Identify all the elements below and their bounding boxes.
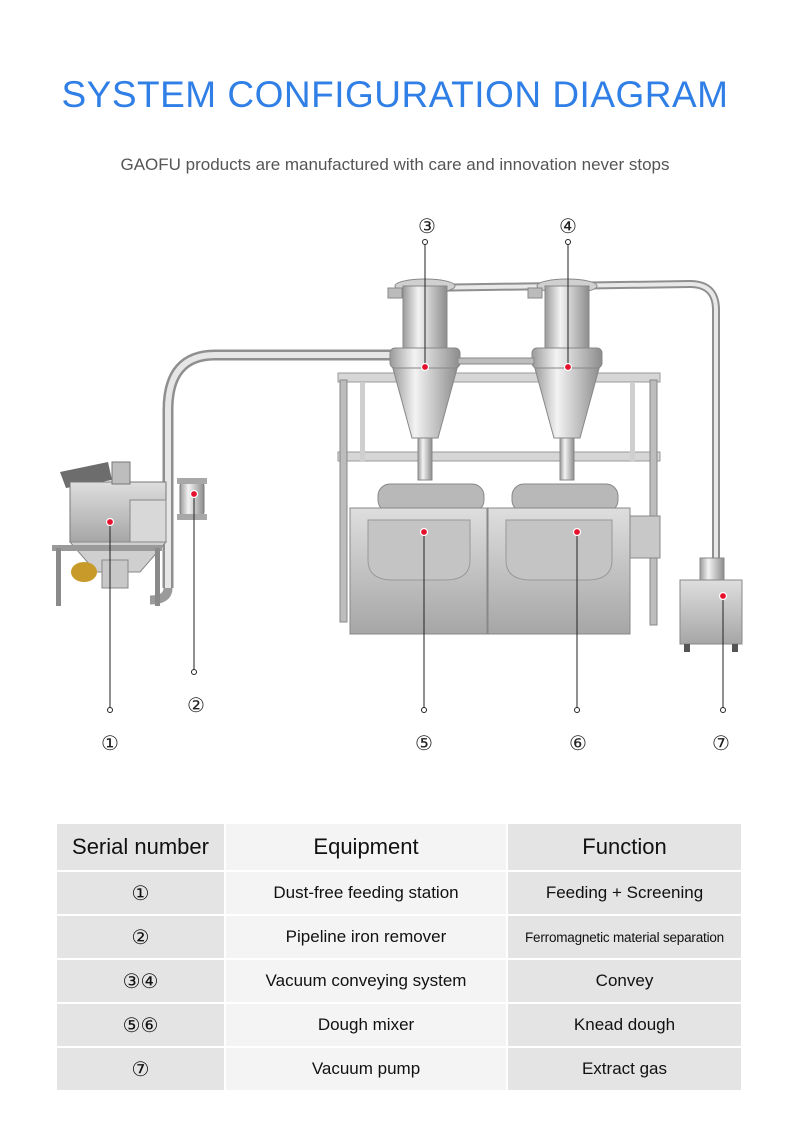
equipment-cell: Vacuum pump — [226, 1048, 506, 1090]
serial-cell: ③④ — [57, 960, 224, 1002]
function-cell: Knead dough — [508, 1004, 741, 1046]
header-function: Function — [508, 824, 741, 870]
equipment-cell: Dust-free feeding station — [226, 872, 506, 914]
marker-3: ③ — [418, 214, 436, 238]
marker-6: ⑥ — [569, 731, 587, 755]
pointer-dot-6 — [574, 529, 581, 536]
equipment-table: Serial number Equipment Function ① Dust-… — [55, 822, 743, 1092]
function-cell: Ferromagnetic material separation — [508, 916, 741, 958]
marker-7: ⑦ — [712, 731, 730, 755]
pointer-dot-5 — [421, 529, 428, 536]
table-row: ① Dust-free feeding station Feeding + Sc… — [57, 872, 741, 914]
function-cell: Convey — [508, 960, 741, 1002]
dough-mixer-left — [350, 484, 487, 634]
pipeline-iron-remover — [177, 478, 207, 520]
pointer-dot-1 — [107, 519, 114, 526]
equipment-cell: Pipeline iron remover — [226, 916, 506, 958]
serial-cell: ⑤⑥ — [57, 1004, 224, 1046]
header-equipment: Equipment — [226, 824, 506, 870]
function-cell: Extract gas — [508, 1048, 741, 1090]
equipment-cell: Dough mixer — [226, 1004, 506, 1046]
equipment-cell: Vacuum conveying system — [226, 960, 506, 1002]
marker-2: ② — [187, 693, 205, 717]
marker-4: ④ — [559, 214, 577, 238]
system-diagram: ③ ④ ② ① ⑤ ⑥ ⑦ — [0, 200, 790, 760]
vacuum-hopper-left — [388, 279, 460, 480]
table-row: ③④ Vacuum conveying system Convey — [57, 960, 741, 1002]
table-row: ② Pipeline iron remover Ferromagnetic ma… — [57, 916, 741, 958]
dust-free-feeding-station — [52, 462, 166, 606]
hopper-link-pipe — [458, 358, 534, 364]
marker-1: ① — [101, 731, 119, 755]
table-row: ⑤⑥ Dough mixer Knead dough — [57, 1004, 741, 1046]
serial-cell: ⑦ — [57, 1048, 224, 1090]
marker-5: ⑤ — [415, 731, 433, 755]
pointer-dot-2 — [191, 491, 198, 498]
dough-mixer-right — [488, 484, 660, 634]
pointer-dot-3 — [422, 364, 429, 371]
serial-cell: ① — [57, 872, 224, 914]
table-header-row: Serial number Equipment Function — [57, 824, 741, 870]
vacuum-pump — [680, 558, 742, 652]
pointer-dot-4 — [565, 364, 572, 371]
page-title: SYSTEM CONFIGURATION DIAGRAM — [0, 74, 790, 116]
pointer-dot-7 — [720, 593, 727, 600]
header-serial-number: Serial number — [57, 824, 224, 870]
vacuum-hopper-right — [528, 279, 602, 480]
function-cell: Feeding + Screening — [508, 872, 741, 914]
page-subtitle: GAOFU products are manufactured with car… — [0, 155, 790, 175]
serial-cell: ② — [57, 916, 224, 958]
table-row: ⑦ Vacuum pump Extract gas — [57, 1048, 741, 1090]
